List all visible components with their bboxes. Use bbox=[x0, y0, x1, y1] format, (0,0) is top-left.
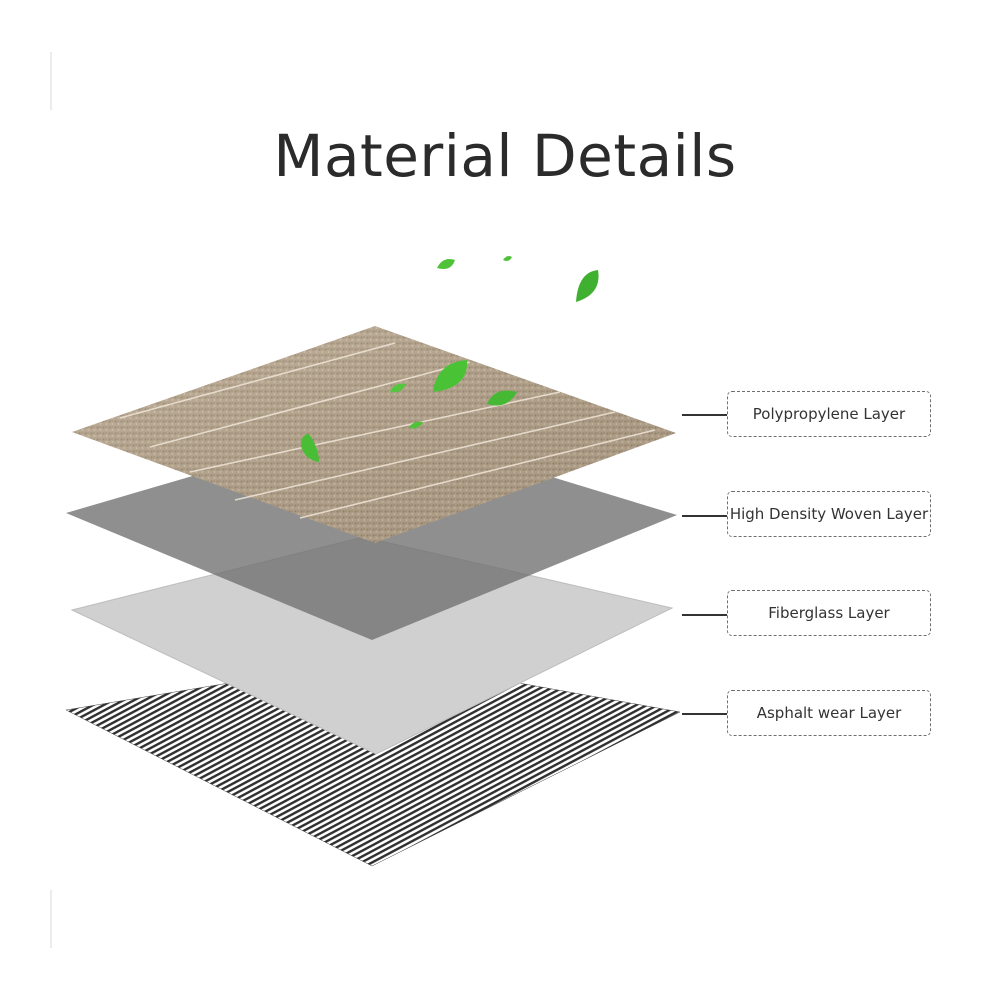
leader-line-fiberglass bbox=[682, 614, 727, 616]
leader-line-asphalt bbox=[682, 713, 727, 715]
leaf-icon bbox=[487, 390, 517, 406]
edge-mark-bottom bbox=[50, 890, 52, 948]
leaf-icon bbox=[390, 383, 406, 393]
label-asphalt-wear-layer: Asphalt wear Layer bbox=[727, 690, 931, 736]
edge-mark-top bbox=[50, 52, 52, 110]
leaf-icon bbox=[576, 270, 599, 302]
leader-line-woven bbox=[682, 515, 727, 517]
label-polypropylene-layer: Polypropylene Layer bbox=[727, 391, 931, 437]
leaf-icon bbox=[503, 256, 512, 261]
leaf-icon-group bbox=[301, 256, 599, 462]
page-title: Material Details bbox=[273, 122, 737, 190]
label-fiberglass-layer: Fiberglass Layer bbox=[727, 590, 931, 636]
leader-line-polypropylene bbox=[682, 414, 727, 416]
leaf-icon bbox=[301, 434, 319, 462]
leaf-icon bbox=[433, 360, 468, 392]
leaf-icon bbox=[437, 259, 455, 269]
label-high-density-woven-layer: High Density Woven Layer bbox=[727, 491, 931, 537]
leaf-icon bbox=[409, 421, 423, 429]
polypropylene-layer-sheet bbox=[72, 326, 676, 543]
